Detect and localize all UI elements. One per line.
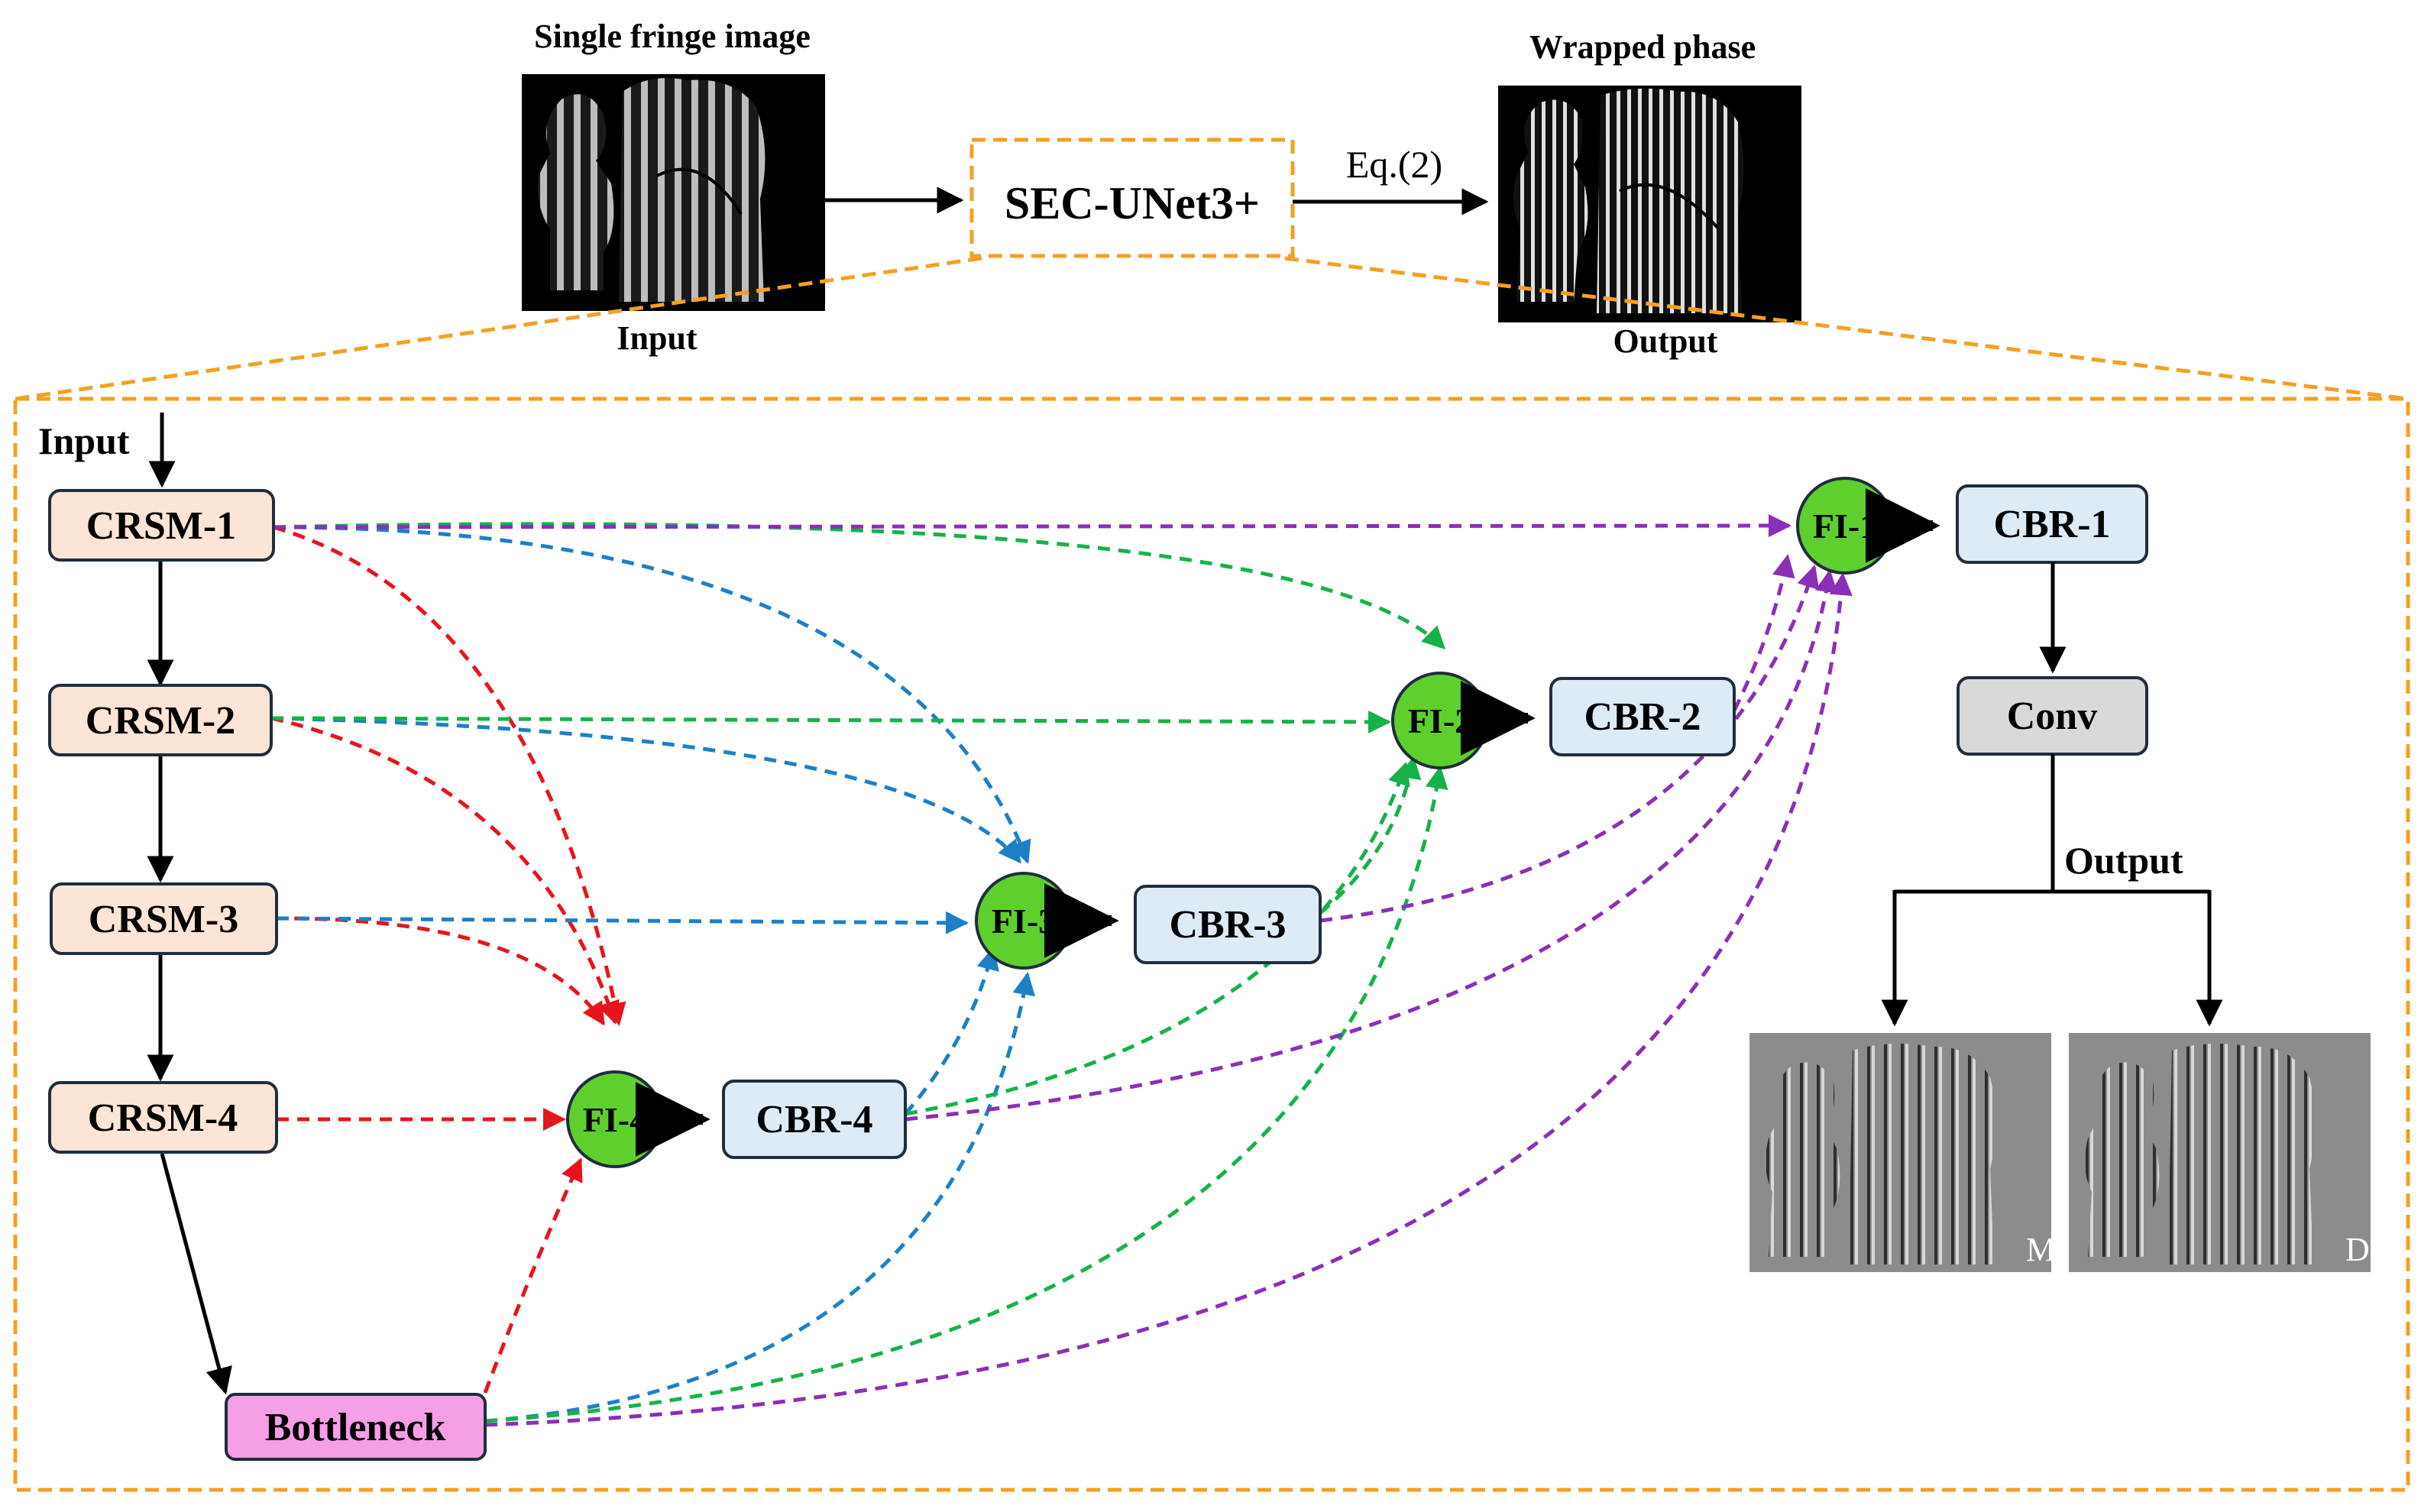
skip-crsm1-fi4 [273, 525, 626, 1026]
crsm-4-label: CRSM-4 [88, 1096, 238, 1140]
crsm-3-label: CRSM-3 [89, 898, 238, 941]
skip-crsm2-fi2 [270, 710, 1391, 733]
skip-bottleneck-fi1 [484, 572, 1853, 1427]
skip-crsm1-fi1 [273, 514, 1791, 538]
wrapped-phase-image [1498, 86, 1801, 322]
skip-bottleneck-fi2 [484, 766, 1448, 1423]
result-m-label: M [2026, 1231, 2056, 1268]
result-image-m: M [1749, 1033, 2056, 1272]
fi-3-label: FI-3 [992, 902, 1056, 941]
cbr-2-node: CBR-2 [1549, 677, 1736, 756]
skip-cbr3-fi1 [1319, 565, 1820, 923]
fi-2-node: FI-2 [1391, 672, 1489, 769]
conv-node: Conv [1957, 676, 2148, 756]
skip-cbr4-fi2 [905, 762, 1410, 1116]
model-box [969, 138, 1295, 258]
skip-cbr3-fi2 [1319, 756, 1422, 915]
skip-bottleneck-fi4 [483, 1157, 583, 1394]
result-d-label: D [2345, 1231, 2370, 1268]
fi-3-node: FI-3 [975, 872, 1073, 970]
output-caption-bottom: Output [1613, 322, 1718, 360]
skip-crsm2-fi4 [270, 716, 620, 1025]
bottleneck-node: Bottleneck [225, 1393, 487, 1461]
input-fringe-image [522, 74, 825, 311]
skip-cbr4-fi3 [904, 947, 999, 1115]
input-caption-bottom: Input [617, 319, 697, 357]
cbr-2-label: CBR-2 [1584, 695, 1701, 739]
conv-label: Conv [2007, 694, 2097, 738]
cbr-4-node: CBR-4 [722, 1080, 907, 1159]
fi-1-label: FI-1 [1813, 507, 1877, 546]
cbr-3-label: CBR-3 [1169, 903, 1286, 947]
crsm4-to-bottleneck-arrow [160, 1153, 232, 1395]
skip-crsm1-fi2 [273, 522, 1446, 650]
cbr-3-node: CBR-3 [1134, 885, 1322, 964]
cbr-1-node: CBR-1 [1956, 484, 2148, 564]
cbr-1-label: CBR-1 [1993, 503, 2110, 546]
skip-cbr4-fi1 [905, 569, 1838, 1122]
fi-4-node: FI-4 [566, 1070, 664, 1168]
skip-crsm1-fi3 [273, 525, 1031, 864]
zoom-line-right [1284, 256, 2409, 401]
crsm-1-label: CRSM-1 [86, 504, 236, 548]
skip-crsm3-fi4 [273, 916, 606, 1026]
skip-connections [270, 514, 1853, 1427]
fi-4-label: FI-4 [583, 1100, 647, 1139]
result-image-d: D [2069, 1033, 2371, 1272]
fi-2-label: FI-2 [1408, 701, 1472, 740]
model-label: SEC-UNet3+ [1005, 178, 1260, 228]
output-branch-lines [1881, 754, 2223, 1027]
crsm-3-node: CRSM-3 [50, 882, 278, 955]
zoom-line-left [15, 256, 982, 401]
crsm-2-node: CRSM-2 [48, 684, 273, 756]
crsm-4-node: CRSM-4 [48, 1081, 278, 1154]
cbr-4-label: CBR-4 [756, 1098, 872, 1141]
skip-crsm2-fi3 [270, 716, 1021, 864]
skip-bottleneck-fi3 [484, 972, 1036, 1423]
bottleneck-label: Bottleneck [265, 1406, 446, 1449]
detail-frame [13, 397, 2410, 1492]
input-caption-top: Single fringe image [534, 18, 811, 55]
fi-1-node: FI-1 [1796, 477, 1894, 575]
detail-input-label: Input [38, 419, 130, 462]
skip-crsm3-fi3 [276, 911, 969, 934]
crsm-2-label: CRSM-2 [86, 699, 235, 743]
skip-cbr2-fi1 [1732, 554, 1795, 712]
crsm-1-node: CRSM-1 [48, 489, 275, 562]
equation-label: Eq.(2) [1346, 143, 1442, 186]
detail-output-label: Output [2064, 839, 2183, 882]
output-caption-top: Wrapped phase [1529, 28, 1756, 66]
